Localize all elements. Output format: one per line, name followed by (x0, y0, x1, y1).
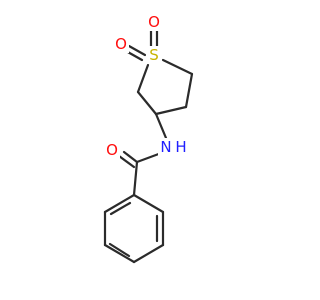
bond-c3-c4 (136, 90, 158, 116)
bond-c4-s (136, 63, 150, 94)
bond-c1-c2 (184, 72, 194, 109)
atom-o-carbonyl: O (106, 141, 118, 159)
benzene-bond-3 (132, 243, 165, 264)
bond-c2-c3 (154, 105, 188, 116)
benzene-bond-1 (132, 193, 165, 214)
benzene-bond-4 (103, 243, 136, 264)
benzene-bond-6 (103, 193, 136, 214)
bond-s-o1-a (127, 44, 147, 57)
atom-o-top: O (148, 13, 160, 31)
bond-ccarbonyl-ring (132, 160, 139, 197)
bond-c3-n (154, 112, 168, 140)
bond-ccarbonyl-o3-a (122, 150, 139, 164)
bond-ccarbonyl-o3-b (117, 154, 136, 169)
atom-s: S (149, 46, 159, 64)
atom-n-hydrogen: H (175, 138, 186, 156)
benzene-inner-2 (108, 242, 131, 258)
molecule-structure-diagram: O O S N H O (103, 13, 194, 264)
bond-s-c1 (161, 58, 194, 76)
atom-n: N (160, 138, 171, 156)
atom-o-left: O (115, 35, 127, 53)
atom-labels: O O S N H O (104, 13, 188, 159)
benzene-inner-3 (109, 201, 132, 216)
